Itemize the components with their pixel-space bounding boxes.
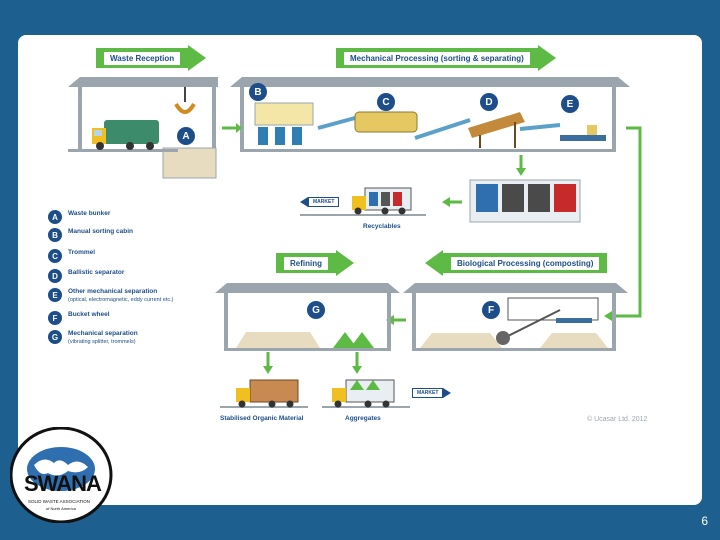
legend-item: C Trommel	[48, 249, 95, 267]
legend-item: B Manual sorting cabin	[48, 228, 133, 246]
market-tag-bottom: MARKET	[412, 388, 452, 398]
legend-marker: F	[48, 311, 62, 325]
legend-label: Mechanical separation	[68, 330, 138, 337]
legend-item: D Ballistic separator	[48, 269, 124, 287]
logo-subtagline: of North America	[46, 506, 76, 511]
legend-label: Waste bunker	[68, 210, 111, 217]
market-label: MARKET	[308, 197, 340, 207]
legend-label: Bucket wheel	[68, 311, 110, 318]
stabilised-caption: Stabilised Organic Material	[220, 415, 304, 422]
marker-c: C	[377, 93, 395, 111]
marker-d: D	[480, 93, 498, 111]
marker-e: E	[561, 95, 579, 113]
recyclables-truck	[300, 187, 426, 216]
aggregates-caption: Aggregates	[345, 415, 381, 422]
marker-b: B	[249, 83, 267, 101]
market-label: MARKET	[412, 388, 444, 398]
marker-g: G	[307, 301, 325, 319]
legend-marker: C	[48, 249, 62, 263]
legend-item: G Mechanical separation (vibrating splitt…	[48, 330, 138, 348]
legend-marker: G	[48, 330, 62, 344]
logo-name: SWANA	[24, 471, 102, 496]
reception-building	[68, 77, 218, 179]
legend-sublabel: (optical, electromagnetic, eddy current …	[68, 297, 174, 303]
copyright: © Ucasar Ltd. 2012	[587, 416, 648, 423]
swana-logo: SWANA SOLID WASTE ASSOCIATION of North A…	[9, 426, 113, 524]
legend-marker: D	[48, 269, 62, 283]
legend-marker: A	[48, 210, 62, 224]
aggregates-truck	[322, 379, 410, 408]
stabilised-truck	[220, 379, 308, 408]
stage-mechanical-processing: Mechanical Processing (sorting & separat…	[336, 45, 556, 71]
mechanical-building	[230, 77, 630, 152]
legend-label: Ballistic separator	[68, 269, 125, 276]
logo-tagline: SOLID WASTE ASSOCIATION	[28, 499, 91, 504]
recyclable-bins	[469, 179, 581, 223]
legend-sublabel: (vibrating splitter, trommels)	[68, 339, 136, 345]
refining-building	[215, 283, 400, 351]
marker-f: F	[482, 301, 500, 319]
recyclables-caption: Recyclables	[363, 223, 401, 230]
legend-label: Manual sorting cabin	[68, 228, 134, 235]
market-tag-top: MARKET	[300, 197, 340, 207]
legend-label: Trommel	[68, 249, 96, 256]
legend-marker: E	[48, 288, 62, 302]
legend-item: F Bucket wheel	[48, 311, 110, 329]
page-number: 6	[701, 514, 708, 528]
legend-marker: B	[48, 228, 62, 242]
biological-building	[403, 283, 628, 351]
stage-waste-reception: Waste Reception	[96, 45, 207, 71]
stage-refining: Refining	[276, 250, 354, 276]
legend-label: Other mechanical separation	[68, 288, 158, 295]
marker-a: A	[177, 127, 195, 145]
stage-biological-processing: Biological Processing (composting)	[425, 250, 608, 276]
legend-item: A Waste bunker	[48, 210, 110, 228]
legend-item: E Other mechanical separation (optical, e…	[48, 288, 173, 306]
